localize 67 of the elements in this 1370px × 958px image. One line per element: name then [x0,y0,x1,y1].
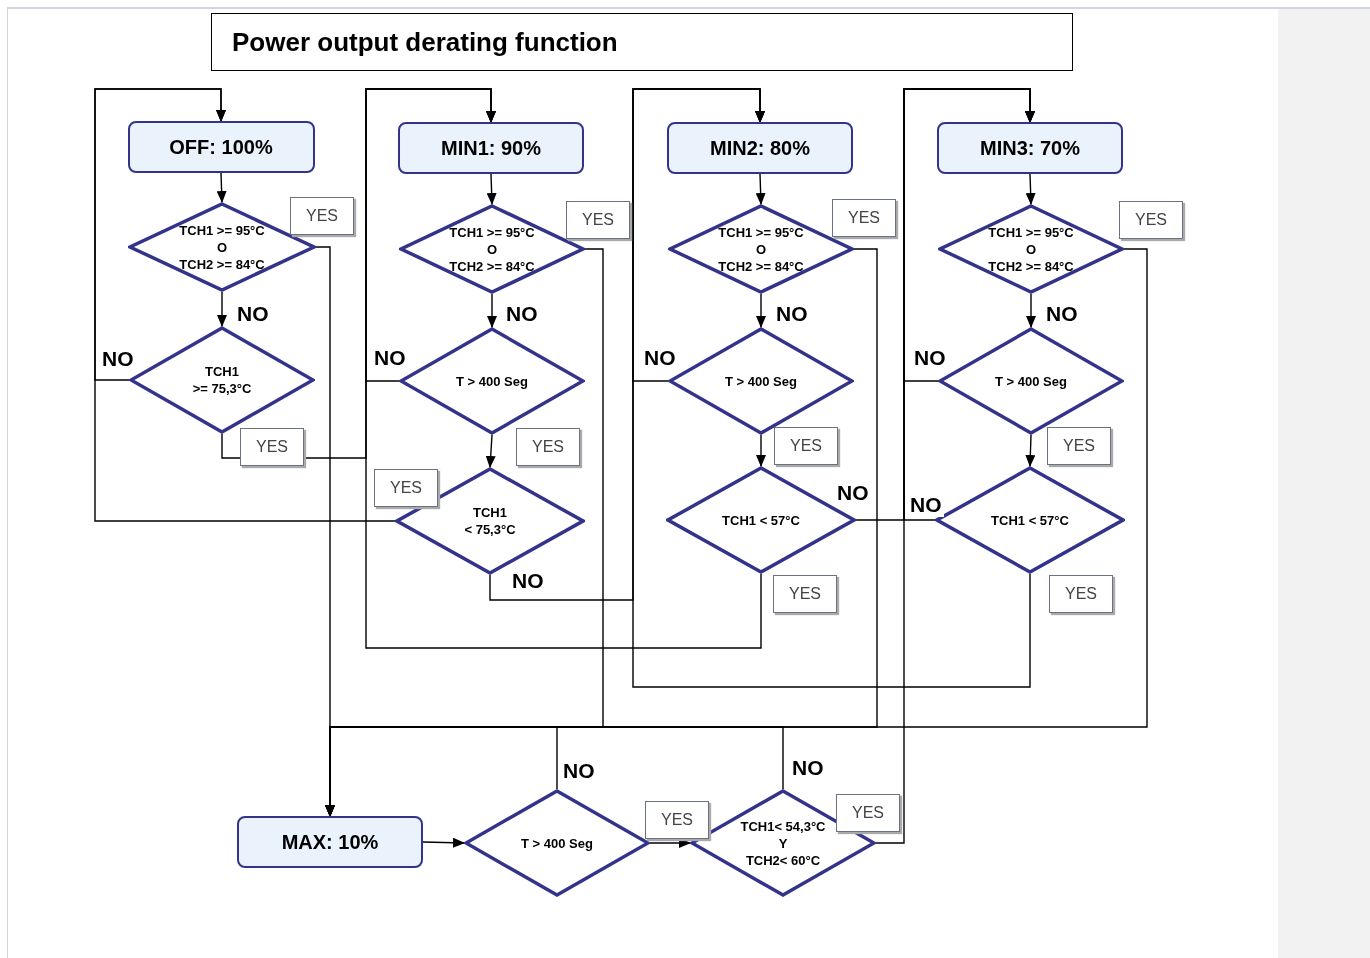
condition-text: TCH1 >= 95°C [988,223,1074,241]
condition-text: O [486,240,498,258]
state-box [398,122,584,174]
edge-label: YES [240,428,304,466]
condition-text: TCH1 [473,504,507,521]
edge-label: YES [1047,427,1111,465]
arrow [325,726,784,817]
condition-text: T > 400 Seg [521,834,593,852]
state-box [127,121,315,173]
state-box [937,122,1123,174]
state-box [237,816,423,868]
condition-text: T > 400 Seg [456,372,528,390]
condition-text: TCH1 >= 95°C [718,223,804,241]
edge-label: YES [290,197,354,235]
state-label: MAX: 10% [281,830,379,855]
arrow [1025,173,1036,205]
arrow [632,88,1031,688]
condition-text: TCH2 >= 84°C [179,255,265,273]
arrow [649,838,691,848]
arrow [94,88,396,522]
arrow [756,434,766,467]
arrow [422,837,465,848]
condition-text: TCH1< 54,3°C [740,817,826,835]
edge-label: YES [773,575,837,613]
condition-text: TCH1 < 57°C [722,511,800,529]
state-box [667,122,853,174]
condition-text: T > 400 Seg [725,372,797,390]
condition-text: TCH2 >= 84°C [449,257,535,275]
condition-text: O [216,238,228,256]
condition-text: TCH1 >= 95°C [179,221,265,239]
edge-label: YES [1049,575,1113,613]
state-label: MIN1: 90% [441,136,541,161]
edge-label: YES [1119,201,1183,239]
edge-label: YES [645,801,709,839]
arrow [487,293,497,328]
edge-label: YES [516,428,580,466]
state-label: OFF: 100% [169,135,273,160]
condition-text: T > 400 Seg [995,372,1067,390]
arrow [217,291,227,327]
edge-label: YES [832,199,896,237]
arrow [486,173,497,205]
condition-text: TCH1 < 57°C [991,511,1069,529]
condition-text: TCH1 [205,363,239,380]
condition-text: >= 75,3°C [192,380,252,397]
edge-label: YES [566,201,630,239]
arrow [1026,293,1036,328]
condition-text: O [755,240,767,258]
arrow [216,172,227,203]
arrow [365,88,762,649]
condition-text: TCH1 >= 95°C [449,223,535,241]
condition-text: O [1025,240,1037,258]
arrow [755,173,766,205]
condition-text: < 75,3°C [464,521,516,538]
condition-text: Y [778,834,788,852]
edge-label: YES [774,427,838,465]
arrow [485,434,496,468]
edge-label: YES [374,469,438,507]
condition-text: TCH2 >= 84°C [988,257,1074,275]
state-label: MIN3: 70% [980,136,1080,161]
condition-text: TCH2< 60°C [745,851,821,869]
arrow [756,293,766,328]
title: Power output derating function [232,25,618,59]
condition-text: TCH2 >= 84°C [718,257,804,275]
arrow [875,88,1035,844]
edge-label: YES [836,794,900,832]
state-label: MIN2: 80% [710,136,810,161]
arrow [1025,434,1036,467]
